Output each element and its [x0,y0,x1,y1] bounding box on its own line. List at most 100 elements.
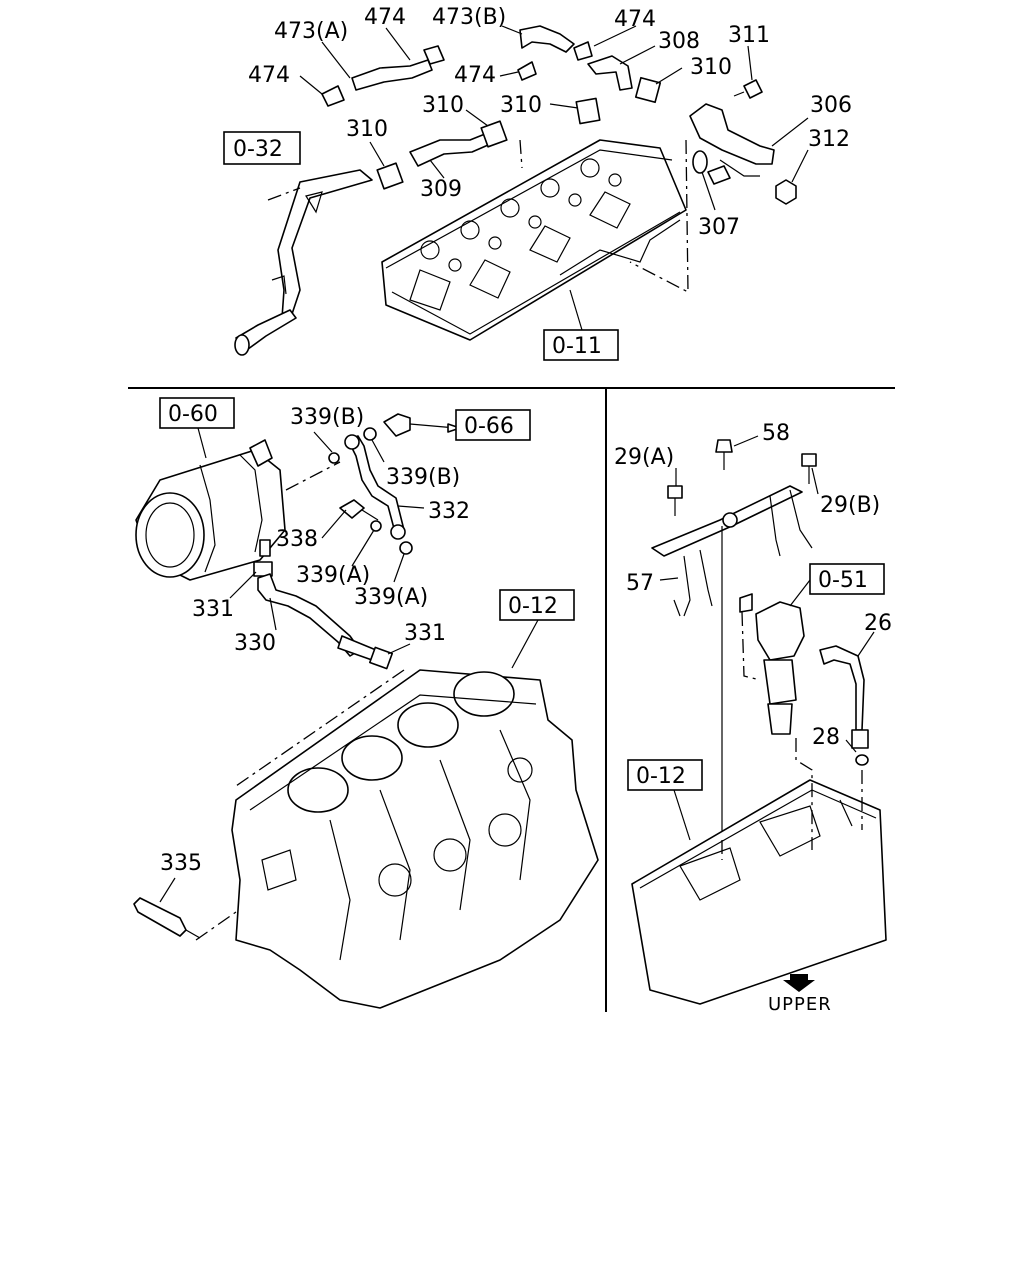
ref-box-0-12-block: 0-12 [499,589,575,621]
callout-332: 332 [428,499,470,524]
oil-pipe-26 [819,645,869,749]
nut-312 [775,179,797,205]
callout-473a: 473(A) [274,19,348,44]
callout-310-left: 310 [346,117,388,142]
leader-307 [701,171,716,211]
washer-339b-top [328,452,340,464]
callout-335: 335 [160,851,202,876]
leader-310-left [369,141,385,167]
ref-box-0-51: 0-51 [809,563,885,595]
clip-474-right [573,41,593,61]
hose-clip-310-mid [575,97,601,125]
pipe-connector-307 [707,165,731,185]
callout-330: 330 [234,631,276,656]
leader-308 [619,45,656,65]
oil-jet-leader [741,611,761,681]
callout-339a-right: 339(A) [354,585,428,610]
leader-012-block [511,619,539,669]
callout-473b: 473(B) [432,5,506,30]
leader-309 [429,159,445,179]
callout-474-top: 474 [364,5,406,30]
leader-330 [269,597,277,631]
leader-331-right [387,643,411,655]
callout-339a-left: 339(A) [296,563,370,588]
ref-label-0-12-block: 0-12 [508,594,558,619]
washer-339a-left [370,520,382,532]
hose-308 [587,55,633,91]
leader-28 [845,739,857,753]
head-clip-leader [519,139,523,169]
leader-339a-right [393,553,405,583]
leader-474-right [593,25,637,47]
bolt-311 [733,79,763,99]
callout-309: 309 [420,177,462,202]
water-pipe-306 [689,103,775,177]
upper-direction-label: UPPER [768,994,832,1015]
ref-label-0-11: 0-11 [552,334,602,359]
callout-311: 311 [728,23,770,48]
callout-331-right: 331 [404,621,446,646]
leader-011 [569,289,583,331]
compressor-leader [285,461,341,491]
bracket-57 [651,485,813,840]
return-hose-330 [257,573,377,661]
cylinder-block [231,669,599,1009]
clip-474-mid [517,61,537,81]
bolt-29b [801,453,817,484]
callout-338: 338 [276,527,318,552]
ref-box-0-32: 0-32 [223,131,301,165]
engine-block-lower [631,738,887,1005]
compressor-unit [135,439,286,581]
clip-474-top [423,45,445,65]
bolt-58 [715,439,733,470]
hose-clip-310-right [634,76,662,104]
leader-332 [397,505,425,509]
hose-473b [519,25,575,53]
ref-box-0-11: 0-11 [543,329,619,361]
leader-29b [811,467,819,495]
ref-label-0-60: 0-60 [168,402,218,427]
bypass-pipe [234,169,373,356]
leader-311 [747,45,753,81]
stud-bolt-335 [133,897,201,939]
ref-box-0-12-lower: 0-12 [627,759,703,791]
water-hose-309 [409,131,496,167]
leader-26 [857,631,875,657]
ref-label-0-32: 0-32 [233,137,283,162]
leader-310-mid [549,103,579,109]
callout-29b: 29(B) [820,493,880,518]
ref-box-0-66: 0-66 [455,409,531,441]
leader-310-center [465,109,489,127]
washer-339a-right [399,541,413,555]
callout-310-mid: 310 [500,93,542,118]
leader-58 [733,435,759,447]
leader-310-right [655,67,683,85]
bolt-29a [667,485,683,516]
callout-306: 306 [810,93,852,118]
o-ring-307 [692,150,708,174]
callout-307: 307 [698,215,740,240]
ref-box-0-60: 0-60 [159,397,235,429]
leader-339a-left [351,529,375,567]
hose-clip-310-center [480,120,508,148]
ref-label-0-66: 0-66 [464,414,514,439]
hose-clip-331-right [369,646,393,670]
callout-474-right: 474 [614,7,656,32]
block-top-leader [235,669,405,787]
leader-57 [659,577,679,581]
washer-339b-mid [363,427,377,441]
cylinder-head [381,139,687,341]
callout-58: 58 [762,421,790,446]
callout-308: 308 [658,29,700,54]
leader-306 [771,117,809,147]
leader-012-lower [673,789,691,841]
leader-060 [197,427,207,459]
clip-474-left [321,85,345,107]
bolt-338 [339,499,379,521]
callout-474-left: 474 [248,63,290,88]
leader-474-left [299,75,323,95]
leader-051 [789,579,811,607]
callout-28: 28 [812,725,840,750]
leader-474-top [385,27,411,61]
